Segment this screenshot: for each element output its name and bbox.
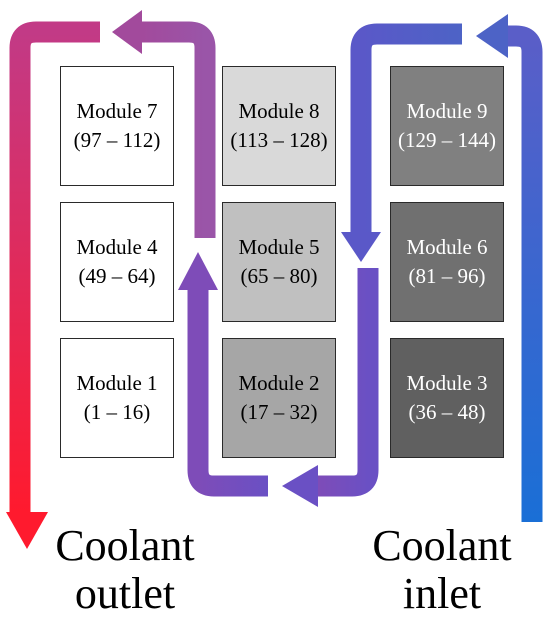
- module-cell-range: (49 – 64): [78, 264, 156, 288]
- coolant-inlet-line2: inlet: [402, 569, 482, 618]
- right-flow-arrow: [341, 23, 462, 262]
- module-4-cell: Module 4 (49 – 64): [60, 202, 174, 322]
- coolant-inlet-label: Coolant inlet: [352, 522, 532, 618]
- module-cell-range: (17 – 32): [240, 400, 318, 424]
- module-5-cell: Module 5 (65 – 80): [222, 202, 336, 322]
- module-cell-range: (81 – 96): [408, 264, 486, 288]
- inlet-flow-arrow: [476, 14, 543, 522]
- outlet-flow-arrow: [6, 21, 100, 549]
- coolant-inlet-line1: Coolant: [372, 521, 512, 570]
- module-8-cell: Module 8 (113 – 128): [222, 66, 336, 186]
- coolant-outlet-line1: Coolant: [55, 521, 195, 570]
- module-cell-range: (36 – 48): [408, 400, 486, 424]
- module-label: Module 5: [238, 235, 320, 259]
- module-label: Module 3: [406, 371, 488, 395]
- module-cell-range: (129 – 144): [398, 128, 496, 152]
- middle-flow-arrow: [178, 252, 379, 507]
- coolant-outlet-label: Coolant outlet: [30, 522, 220, 618]
- module-label: Module 9: [406, 99, 488, 123]
- module-7-cell: Module 7 (97 – 112): [60, 66, 174, 186]
- module-6-cell: Module 6 (81 – 96): [390, 202, 504, 322]
- top-flow-arrow: [112, 10, 216, 238]
- module-label: Module 4: [76, 235, 158, 259]
- module-cell-range: (97 – 112): [73, 128, 161, 152]
- module-label: Module 6: [406, 235, 488, 259]
- coolant-outlet-line2: outlet: [74, 569, 176, 618]
- module-cell-range: (65 – 80): [240, 264, 318, 288]
- module-label: Module 8: [238, 99, 320, 123]
- module-label: Module 2: [238, 371, 320, 395]
- module-label: Module 1: [76, 371, 158, 395]
- module-cell-range: (1 – 16): [83, 400, 151, 424]
- module-9-cell: Module 9 (129 – 144): [390, 66, 504, 186]
- module-3-cell: Module 3 (36 – 48): [390, 338, 504, 458]
- module-2-cell: Module 2 (17 – 32): [222, 338, 336, 458]
- module-cell-range: (113 – 128): [230, 128, 328, 152]
- module-1-cell: Module 1 (1 – 16): [60, 338, 174, 458]
- module-label: Module 7: [76, 99, 158, 123]
